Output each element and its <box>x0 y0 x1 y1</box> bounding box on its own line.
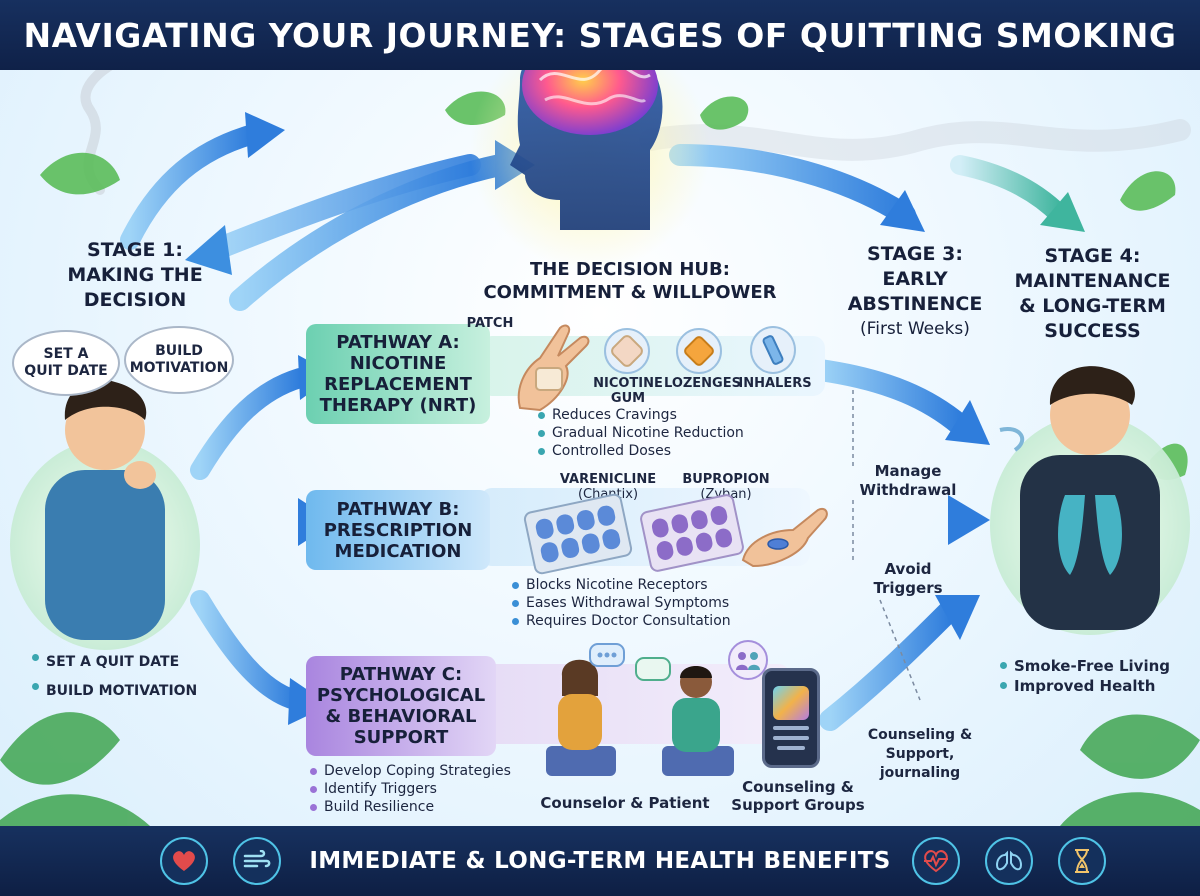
stage-1-bullets: SET A QUIT DATE BUILD MOTIVATION <box>32 648 232 706</box>
label-lozenges: LOZENGES <box>664 376 741 391</box>
note-manage-withdrawal-line-2: Withdrawal <box>859 481 957 499</box>
stage-1-bullet: SET A QUIT DATE <box>32 648 232 677</box>
stage-3-title-line-4: (First Weeks) <box>860 319 970 339</box>
note-counseling-line-3: journaling <box>879 765 961 781</box>
stage-4-bullet: Smoke-Free Living <box>1000 656 1180 676</box>
hourglass-icon <box>1058 837 1106 885</box>
pathway-b-title-line-2: PRESCRIPTION <box>323 519 473 541</box>
note-avoid-triggers-line-1: Avoid <box>884 560 932 578</box>
pathway-a-title-line-1: PATHWAY A: <box>336 332 460 353</box>
pathway-a-bullet: Controlled Doses <box>538 442 798 460</box>
pathway-b-title-line-3: MEDICATION <box>334 540 462 562</box>
stage-4-bullets: Smoke-Free Living Improved Health <box>1000 656 1180 696</box>
label-gum-line-2: GUM <box>610 391 646 406</box>
label-support-groups-line-2: Support Groups <box>731 796 865 814</box>
inhaler-icon <box>750 326 796 374</box>
pathway-a-bullets: Reduces Cravings Gradual Nicotine Reduct… <box>538 406 798 460</box>
thought-motivation-line-1: BUILD <box>155 343 203 359</box>
thought-bubble-motivation: BUILD MOTIVATION <box>124 326 234 394</box>
pathway-a-bullet: Gradual Nicotine Reduction <box>538 424 798 442</box>
label-support-groups: Counseling & Support Groups <box>728 778 868 814</box>
pathway-c-bullets: Develop Coping Strategies Identify Trigg… <box>310 762 550 816</box>
note-manage-withdrawal-line-1: Manage <box>874 462 942 480</box>
thought-quit-date-line-1: SET A <box>43 346 89 362</box>
pathway-c-title-line-1: PATHWAY C: <box>339 664 463 685</box>
label-inhalers: INHALERS <box>738 376 812 391</box>
hub-title-line-2: COMMITMENT & WILLPOWER <box>483 282 777 303</box>
stage-4-title-line-2: MAINTENANCE <box>1014 270 1171 292</box>
note-manage-withdrawal: Manage Withdrawal <box>858 462 958 500</box>
pathway-a-title-line-4: THERAPY (NRT) <box>319 395 477 416</box>
pathway-a-box: PATHWAY A: NICOTINE REPLACEMENT THERAPY … <box>306 324 490 424</box>
breath-icon <box>233 837 281 885</box>
pathway-c-bullet: Build Resilience <box>310 798 550 816</box>
pathway-b-bullet: Blocks Nicotine Receptors <box>512 576 792 594</box>
label-counselor-patient: Counselor & Patient <box>540 794 710 812</box>
heartbeat-icon <box>912 837 960 885</box>
stage-1-title-line-2: MAKING THE <box>67 264 203 286</box>
label-nicotine-gum: NICOTINE GUM <box>592 376 664 406</box>
pathway-b-box: PATHWAY B: PRESCRIPTION MEDICATION <box>306 490 490 570</box>
label-support-groups-line-1: Counseling & <box>742 778 854 796</box>
pathway-c-box: PATHWAY C: PSYCHOLOGICAL & BEHAVIORAL SU… <box>306 656 496 756</box>
stage-4-title-line-4: SUCCESS <box>1044 320 1141 342</box>
counselor-patient-illustration <box>540 636 740 786</box>
pathway-c-title-line-4: SUPPORT <box>353 727 449 748</box>
note-avoid-triggers-line-2: Triggers <box>873 579 943 597</box>
footer-title: IMMEDIATE & LONG-TERM HEALTH BENEFITS <box>309 848 891 874</box>
page-title: NAVIGATING YOUR JOURNEY: STAGES OF QUITT… <box>0 0 1200 70</box>
stage-4-bullet: Improved Health <box>1000 676 1180 696</box>
pathway-b-title-line-1: PATHWAY B: <box>336 498 460 520</box>
hub-title-line-1: THE DECISION HUB: <box>530 259 730 280</box>
pathway-b-bullets: Blocks Nicotine Receptors Eases Withdraw… <box>512 576 792 630</box>
note-counseling-line-2: Support, <box>885 746 955 762</box>
note-avoid-triggers: Avoid Triggers <box>858 560 958 598</box>
stage-3-title-line-1: STAGE 3: <box>867 243 963 265</box>
thought-quit-date-line-2: QUIT DATE <box>24 363 108 379</box>
stage-1-title-line-3: DECISION <box>83 289 187 311</box>
lozenge-icon <box>676 328 722 374</box>
phone-icon <box>762 668 820 768</box>
pathway-c-bullet: Identify Triggers <box>310 780 550 798</box>
heart-icon <box>160 837 208 885</box>
thought-bubble-quit-date: SET A QUIT DATE <box>12 330 120 396</box>
stage-3-title-line-3: ABSTINENCE <box>847 293 983 315</box>
pathway-a-bullet: Reduces Cravings <box>538 406 798 424</box>
pathway-b-bullet: Eases Withdrawal Symptoms <box>512 594 792 612</box>
stage-4-title-line-1: STAGE 4: <box>1044 245 1141 267</box>
stage-1-title: STAGE 1: MAKING THE DECISION <box>50 238 220 313</box>
stage-4-title-line-3: & LONG-TERM <box>1019 295 1166 317</box>
pathway-c-bullet: Develop Coping Strategies <box>310 762 550 780</box>
hand-pill-illustration <box>738 500 828 570</box>
pathway-a-title-line-3: REPLACEMENT <box>324 374 472 395</box>
stage-1-title-line-1: STAGE 1: <box>87 239 183 261</box>
label-varenicline-line-1: VARENICLINE <box>559 472 657 487</box>
stage-1-bullet: BUILD MOTIVATION <box>32 677 232 706</box>
stage-3-title: STAGE 3: EARLY ABSTINENCE (First Weeks) <box>835 242 995 342</box>
thought-motivation-line-2: MOTIVATION <box>129 360 229 376</box>
pathway-c-title-line-2: PSYCHOLOGICAL <box>316 685 486 706</box>
label-patch: PATCH <box>466 316 514 331</box>
gum-icon <box>604 328 650 374</box>
stage-4-title: STAGE 4: MAINTENANCE & LONG-TERM SUCCESS <box>1000 244 1185 344</box>
label-bupropion-line-1: BUPROPION <box>682 472 770 487</box>
stage-3-title-line-2: EARLY <box>882 268 948 290</box>
group-icon <box>728 640 768 680</box>
pathway-c-title-line-3: & BEHAVIORAL <box>325 706 477 727</box>
note-counseling-journaling: Counseling & Support, journaling <box>860 726 980 783</box>
pathway-a-title-line-2: NICOTINE <box>349 353 447 374</box>
hand-patch-illustration <box>510 318 592 414</box>
pathway-b-bullet: Requires Doctor Consultation <box>512 612 792 630</box>
label-gum-line-1: NICOTINE <box>593 376 663 391</box>
note-counseling-line-1: Counseling & <box>867 727 973 743</box>
lungs-icon <box>985 837 1033 885</box>
decision-hub-title: THE DECISION HUB: COMMITMENT & WILLPOWER <box>470 258 790 304</box>
